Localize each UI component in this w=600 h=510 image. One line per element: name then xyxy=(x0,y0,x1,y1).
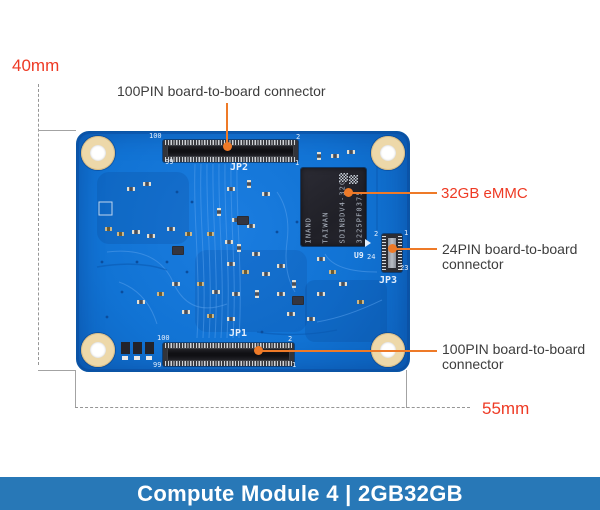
mounting-hole-bottom-left xyxy=(81,333,115,367)
callout-side-connector-line1: 24PIN board-to-board xyxy=(442,241,578,257)
callout-side-connector-label: 24PIN board-to-board connector xyxy=(442,242,577,272)
jp2-slot xyxy=(167,145,294,157)
callout-dot-emmc xyxy=(344,188,353,197)
callout-dot-bottom-connector xyxy=(254,346,263,355)
callout-bottom-connector-label: 100PIN board-to-board connector xyxy=(442,342,585,372)
jp3-24pin-connector xyxy=(382,234,402,272)
width-dimension-line xyxy=(75,407,470,408)
mounting-hole-bore xyxy=(90,145,106,161)
emmc-datamatrix-code xyxy=(339,173,348,182)
jp3-pin24-silkscreen: 24 xyxy=(367,253,376,261)
emmc-chip: INAND TAIWAN SDINBDV4-32G 3225PF0375 xyxy=(301,168,366,246)
mounting-hole-top-left xyxy=(81,136,115,170)
product-banner: Compute Module 4 | 2GB32GB xyxy=(0,477,600,510)
pcb-traces-decor xyxy=(96,150,387,360)
jp1-pin99-silkscreen: 99 xyxy=(153,361,162,369)
jp3-label-silkscreen: JP3 xyxy=(379,275,398,286)
callout-bottom-connector-line2: connector xyxy=(442,356,504,372)
width-extension-right xyxy=(406,370,407,408)
height-extension-top xyxy=(38,130,76,131)
mounting-hole-bore xyxy=(380,145,396,161)
pcb-board: 100 2 99 1 JP2 JP1 100 2 99 1 INAND TAIW… xyxy=(76,131,410,372)
jp1-label-silkscreen: JP1 xyxy=(229,328,248,339)
jp2-pin100-silkscreen: 100 xyxy=(149,132,162,140)
jp1-pin-row-bottom xyxy=(165,361,292,366)
emmc-marking-line: TAIWAN xyxy=(321,211,330,244)
jp2-label-silkscreen: JP2 xyxy=(230,162,249,173)
callout-line-top-connector xyxy=(226,103,228,144)
pin1-triangle-marker xyxy=(365,239,371,247)
callout-dot-side-connector xyxy=(388,244,397,253)
jp3-pin1-silkscreen: 1 xyxy=(404,229,409,237)
jp2-pin1-silkscreen: 1 xyxy=(295,159,300,167)
emmc-marking-line: INAND xyxy=(304,216,313,244)
dim-width-label: 55mm xyxy=(482,399,530,418)
u9-silkscreen: U9 xyxy=(354,251,364,260)
mounting-hole-top-right xyxy=(371,136,405,170)
dim-height-label: 40mm xyxy=(12,56,60,75)
jp3-pin2-silkscreen: 2 xyxy=(374,230,379,238)
jp3-slot xyxy=(387,237,397,269)
callout-dot-top-connector xyxy=(223,142,232,151)
jp1-pin100-silkscreen: 100 xyxy=(157,334,170,342)
jp3-pin-row-left xyxy=(382,236,386,270)
jp1-100pin-connector xyxy=(163,343,294,366)
jp1-pin1-silkscreen: 1 xyxy=(292,361,297,369)
callout-emmc-label: 32GB eMMC xyxy=(441,185,528,202)
banner-title: Compute Module 4 | 2GB32GB xyxy=(137,480,463,506)
jp2-pin99-silkscreen: 99 xyxy=(165,158,174,166)
jp2-pin2-silkscreen: 2 xyxy=(296,133,301,141)
callout-line-side-connector xyxy=(394,248,437,250)
height-extension-bottom xyxy=(38,370,76,371)
callout-top-connector-label: 100PIN board-to-board connector xyxy=(117,83,326,99)
jp1-pin2-silkscreen: 2 xyxy=(288,335,293,343)
mounting-hole-bore xyxy=(90,342,106,358)
jp2-pin-row-bottom xyxy=(165,157,296,162)
emmc-datamatrix-code xyxy=(349,175,358,184)
width-extension-left xyxy=(75,370,76,408)
callout-line-emmc xyxy=(352,192,437,194)
callout-bottom-connector-line1: 100PIN board-to-board xyxy=(442,341,586,357)
jp1-pin-row-top xyxy=(165,343,292,348)
callout-line-bottom-connector xyxy=(262,350,437,352)
jp3-pin-row-right xyxy=(398,236,402,270)
jp3-pin23-silkscreen: 23 xyxy=(400,264,409,272)
height-dimension-line xyxy=(38,84,39,365)
callout-side-connector-line2: connector xyxy=(442,256,504,272)
